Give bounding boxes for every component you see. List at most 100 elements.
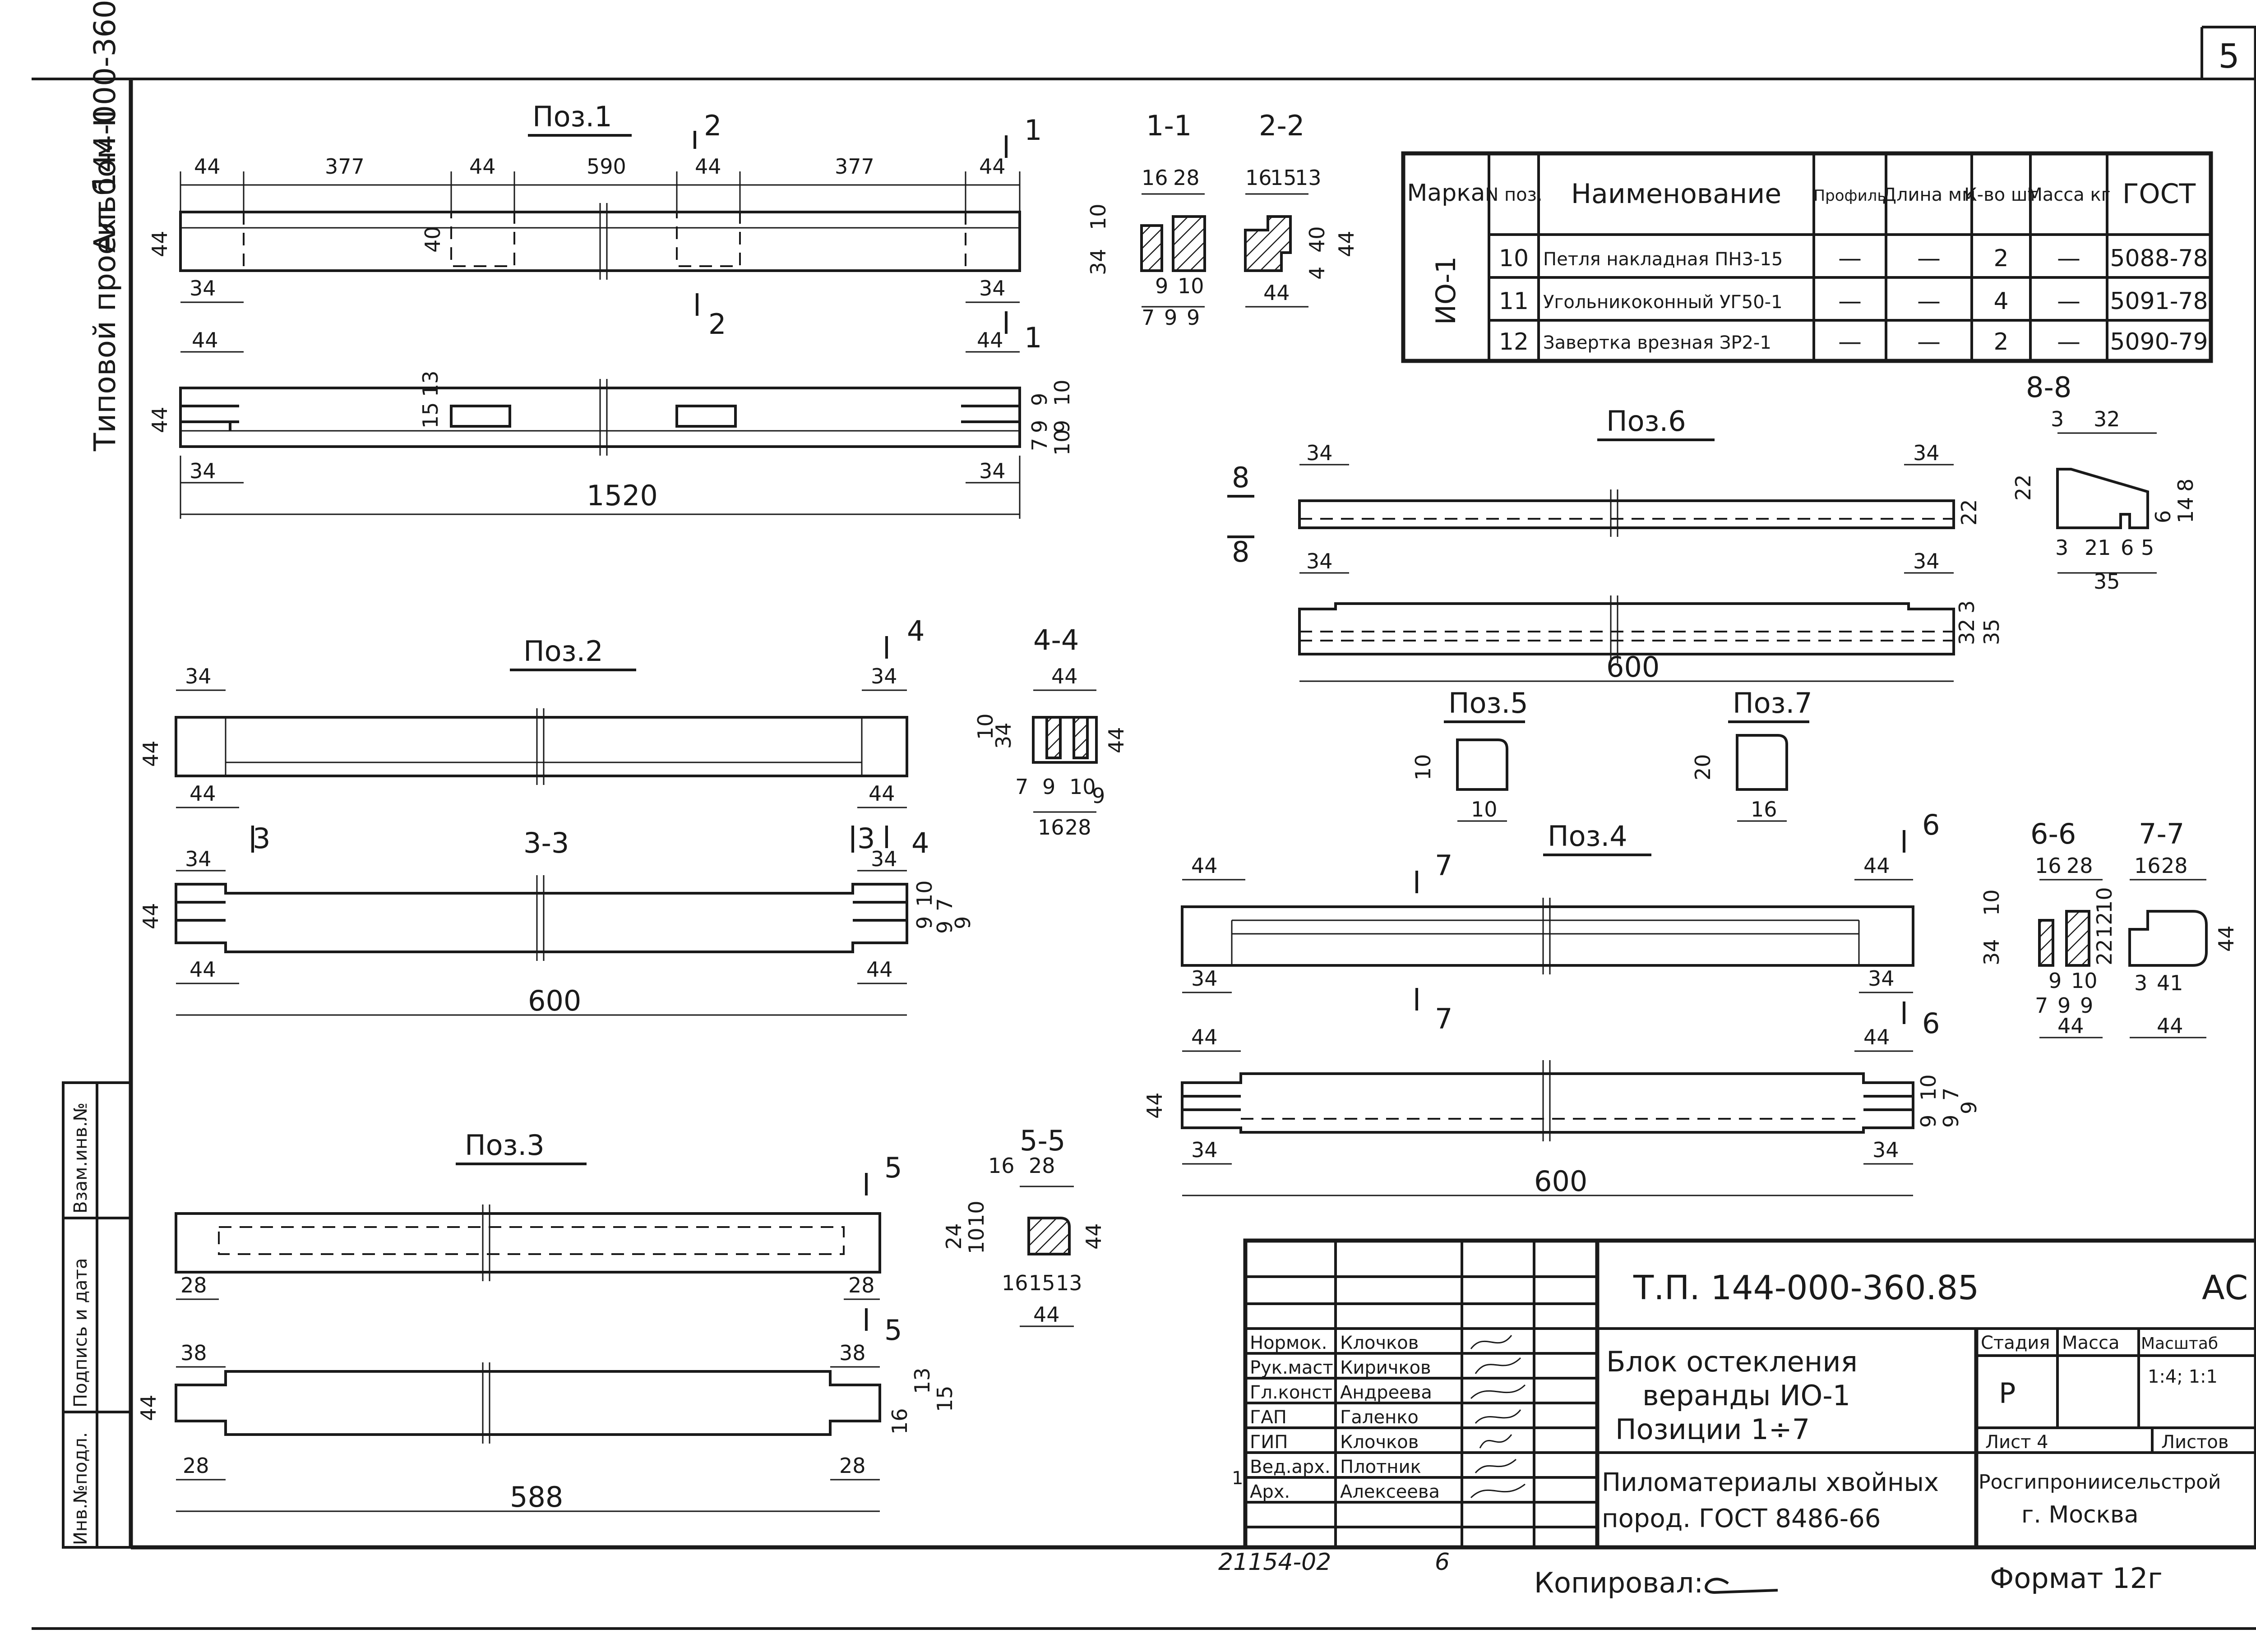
stage-value: Р: [1999, 1377, 2016, 1410]
stamp-replace-label: Взам.инв.№: [70, 1103, 91, 1214]
svg-text:16: 16: [1142, 166, 1168, 190]
spec-header-length: Длина мм: [1882, 185, 1976, 205]
svg-text:4: 4: [1993, 288, 2008, 315]
svg-text:3: 3: [857, 822, 875, 855]
svg-text:7: 7: [1435, 849, 1452, 882]
svg-text:10: 10: [1050, 429, 1074, 456]
svg-text:3: 3: [2055, 535, 2068, 560]
svg-text:9: 9: [951, 916, 975, 929]
svg-text:44: 44: [1863, 1025, 1890, 1049]
svg-text:—: —: [1838, 288, 1862, 315]
svg-text:44: 44: [136, 1394, 161, 1421]
svg-text:6: 6: [2151, 510, 2175, 523]
section-1-1: 1-1 16 28 34 10 9 10 7 9 9: [1086, 109, 1206, 330]
svg-text:13: 13: [1295, 166, 1322, 190]
svg-text:4: 4: [907, 614, 925, 647]
spec-header-qty: К-во шт: [1964, 185, 2038, 205]
svg-text:34: 34: [991, 722, 1016, 749]
svg-text:44: 44: [1104, 727, 1128, 753]
svg-text:44: 44: [148, 231, 172, 257]
svg-text:Вед.арх.: Вед.арх.: [1250, 1457, 1331, 1477]
svg-text:44: 44: [1263, 281, 1290, 305]
svg-text:34: 34: [979, 276, 1006, 300]
svg-text:12: 12: [2092, 912, 2117, 938]
svg-text:28: 28: [839, 1454, 866, 1478]
svg-text:—: —: [2057, 288, 2080, 315]
svg-text:2: 2: [708, 308, 726, 341]
svg-text:Рук.маст.: Рук.маст.: [1250, 1357, 1339, 1378]
title-line-2: веранды ИО-1: [1642, 1379, 1850, 1412]
svg-text:34: 34: [871, 847, 897, 871]
svg-text:16: 16: [1751, 797, 1777, 821]
mass-label: Масса: [2062, 1333, 2120, 1353]
svg-text:3-3: 3-3: [523, 826, 569, 859]
svg-text:34: 34: [1191, 1138, 1218, 1162]
svg-text:44: 44: [2157, 1014, 2183, 1038]
svg-text:9: 9: [1042, 775, 1055, 799]
svg-text:2: 2: [704, 109, 721, 142]
org-line-2: г. Москва: [2021, 1501, 2139, 1528]
spec-header-gost: ГОСТ: [2122, 178, 2196, 210]
svg-text:44: 44: [190, 781, 216, 806]
svg-text:7: 7: [1435, 1002, 1452, 1035]
svg-text:41: 41: [2157, 971, 2183, 995]
svg-text:Гл.конст.: Гл.конст.: [1250, 1382, 1338, 1403]
svg-text:Поз.2: Поз.2: [523, 635, 603, 668]
svg-text:8: 8: [2173, 479, 2198, 492]
spec-header-npos: N поз.: [1485, 185, 1542, 205]
svg-text:9: 9: [912, 916, 937, 929]
svg-text:44: 44: [869, 781, 895, 806]
svg-text:38: 38: [839, 1341, 866, 1365]
svg-text:Поз.4: Поз.4: [1548, 820, 1627, 853]
svg-text:34: 34: [185, 664, 212, 688]
svg-text:44: 44: [190, 957, 216, 982]
svg-text:44: 44: [1033, 1302, 1060, 1327]
title-block: [1243, 1238, 2256, 1550]
pos1-title: Поз.1: [532, 100, 612, 133]
svg-text:28: 28: [1173, 166, 1200, 190]
stage-label: Стадия: [1981, 1333, 2050, 1353]
copied-signature: [1705, 1578, 1778, 1594]
svg-text:9: 9: [1957, 1101, 1981, 1114]
scale-label: Масштаб: [2141, 1334, 2218, 1353]
svg-text:590: 590: [587, 154, 626, 179]
section-8-8: 8-8 3 32 22 6 14 8 3 21 6 5 35: [2011, 371, 2198, 594]
section-4-4: 4-4 44 10 34 44 7 9 10 9 16 28: [973, 623, 1128, 840]
svg-text:44: 44: [192, 328, 218, 352]
svg-text:9: 9: [1027, 420, 1052, 433]
svg-text:34: 34: [1306, 441, 1333, 465]
svg-text:34: 34: [871, 664, 897, 688]
svg-text:13: 13: [1056, 1271, 1082, 1295]
svg-text:9: 9: [1092, 784, 1105, 808]
section-7-7: 7-7 16 28 22 12 10 44 3 41 44: [2092, 817, 2238, 1038]
svg-text:9: 9: [1916, 1115, 1941, 1128]
svg-text:28: 28: [183, 1454, 209, 1478]
sheet-number: 5: [2218, 37, 2239, 76]
format-label: Формат 12г: [1990, 1562, 2163, 1595]
svg-text:Галенко: Галенко: [1340, 1407, 1419, 1428]
svg-text:Угольникоконный УГ50-1: Угольникоконный УГ50-1: [1543, 292, 1783, 313]
svg-text:377: 377: [835, 154, 874, 179]
svg-text:7: 7: [2035, 993, 2048, 1018]
svg-text:12: 12: [1499, 328, 1529, 355]
svg-text:—: —: [2057, 328, 2080, 355]
svg-text:7: 7: [1027, 438, 1052, 451]
svg-text:44: 44: [469, 154, 496, 179]
svg-text:15: 15: [1029, 1271, 1055, 1295]
svg-text:10: 10: [2092, 887, 2117, 914]
svg-text:44: 44: [977, 328, 1003, 352]
svg-text:8: 8: [1232, 535, 1249, 568]
svg-text:5: 5: [884, 1151, 902, 1184]
svg-text:5-5: 5-5: [1020, 1124, 1065, 1157]
svg-text:16: 16: [1245, 166, 1272, 190]
material-line-1: Пиломатериалы хвойных: [1602, 1468, 1939, 1497]
svg-text:28: 28: [1029, 1154, 1055, 1178]
svg-text:10: 10: [1499, 245, 1529, 272]
svg-text:4: 4: [911, 826, 929, 859]
pos4-drawing: Поз.4 44 44 34 34 7 6 7 6 44: [1142, 808, 1981, 1198]
svg-text:5090-79: 5090-79: [2110, 328, 2208, 355]
svg-text:44: 44: [866, 957, 893, 982]
svg-text:44: 44: [1191, 1025, 1218, 1049]
copied-label: Копировал:: [1534, 1566, 1703, 1599]
svg-text:ГИП: ГИП: [1250, 1432, 1288, 1453]
